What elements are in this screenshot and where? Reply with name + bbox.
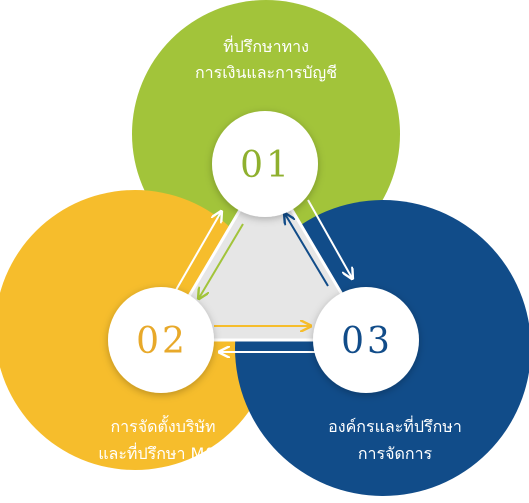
node-02-label-line2: และที่ปรึกษา M&A — [98, 442, 228, 463]
node-02-number: 02 — [136, 321, 188, 362]
node-01-badge-circle — [212, 111, 318, 217]
node-03-badge-circle — [313, 287, 419, 393]
node-01-label: ที่ปรึกษาทาง การเงินและการบัญชี — [195, 35, 337, 82]
node-03-number: 03 — [341, 321, 393, 362]
node-03-label-line2: การจัดการ — [358, 444, 433, 463]
arrow-01-03 — [285, 199, 352, 287]
node-02-badge-circle — [108, 287, 214, 393]
node-02-label: การจัดตั้งบริษัท และที่ปรึกษา M&A — [98, 415, 228, 463]
node-03-badge: 03 — [313, 287, 419, 393]
node-01-label-line1: ที่ปรึกษาทาง — [223, 35, 309, 56]
node-02-label-line1: การจัดตั้งบริษัท — [110, 415, 215, 436]
node-03-label: องค์กรและที่ปรึกษา การจัดการ — [328, 415, 462, 463]
node-03-label-line1: องค์กรและที่ปรึกษา — [328, 415, 462, 436]
arrow-02-03 — [214, 326, 316, 352]
node-02-badge: 02 — [108, 287, 214, 393]
center-triangle — [160, 163, 372, 342]
arrow-01-02 — [175, 212, 244, 298]
node-01-label-line2: การเงินและการบัญชี — [195, 63, 337, 82]
node-01-number: 01 — [240, 145, 292, 186]
node-01-badge: 01 — [212, 111, 318, 217]
